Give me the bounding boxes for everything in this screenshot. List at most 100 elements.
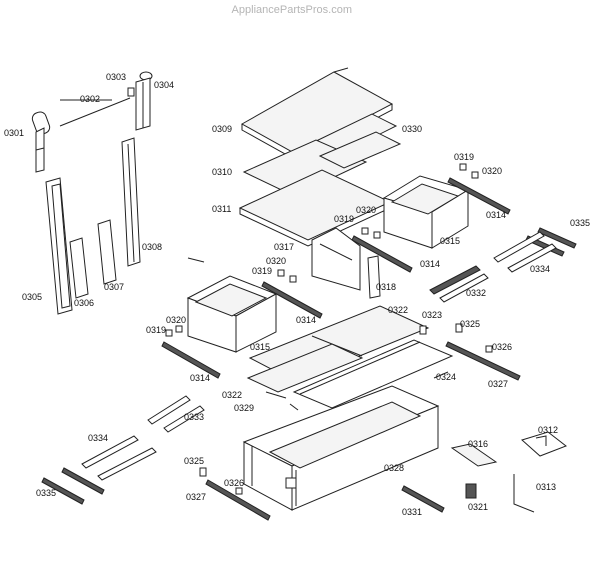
- label-0319-d: 0319: [146, 325, 166, 335]
- part-0334-rail-b[interactable]: [81, 435, 157, 481]
- part-labels: 0301 0302 0303 0304 0305 0306 0307 0308 …: [4, 72, 590, 517]
- part-0334-rail-a[interactable]: [493, 231, 557, 273]
- part-0301-hinge[interactable]: [31, 110, 52, 173]
- part-0314-slide-a[interactable]: [447, 177, 511, 215]
- part-0319-clip-d[interactable]: [165, 329, 173, 337]
- label-0311: 0311: [212, 204, 231, 214]
- part-0322-shelf-lower[interactable]: [246, 343, 364, 393]
- part-0325-clip-a[interactable]: [455, 323, 463, 333]
- part-0305-rail[interactable]: [45, 177, 73, 315]
- label-0317: 0317: [274, 242, 294, 252]
- part-0307-rail[interactable]: [97, 219, 117, 285]
- label-0330: 0330: [402, 124, 422, 134]
- part-0327-slide-b[interactable]: [205, 479, 271, 521]
- part-0323-clip[interactable]: [419, 325, 427, 335]
- leader-lines: [60, 99, 449, 399]
- part-0324-shelf-frame[interactable]: [292, 339, 454, 409]
- label-0319-a: 0319: [454, 152, 474, 162]
- label-0334-a: 0334: [530, 264, 550, 274]
- label-0320-a: 0320: [482, 166, 502, 176]
- label-0302: 0302: [80, 94, 100, 104]
- label-0314-b: 0314: [420, 259, 440, 269]
- label-0315-b: 0315: [250, 342, 270, 352]
- label-0312: 0312: [538, 425, 558, 435]
- label-0324: 0324: [436, 372, 456, 382]
- label-0326-a: 0326: [492, 342, 512, 352]
- part-0325-clip-b[interactable]: [199, 467, 207, 477]
- part-0316-cover[interactable]: [450, 443, 498, 467]
- part-0306-rail[interactable]: [69, 237, 89, 299]
- label-0327-a: 0327: [488, 379, 508, 389]
- label-0327-b: 0327: [186, 492, 206, 502]
- label-0304: 0304: [154, 80, 174, 90]
- label-0303: 0303: [106, 72, 126, 82]
- label-0332: 0332: [466, 288, 486, 298]
- label-0333: 0333: [184, 412, 204, 422]
- label-0318: 0318: [376, 282, 396, 292]
- part-0314-slide-b[interactable]: [351, 235, 413, 273]
- label-0335-b: 0335: [36, 488, 56, 498]
- part-0326-clip-a[interactable]: [485, 345, 493, 353]
- label-0322-a: 0322: [388, 305, 408, 315]
- label-0323: 0323: [422, 310, 442, 320]
- label-0301: 0301: [4, 128, 24, 138]
- part-0314-slide-d[interactable]: [161, 341, 221, 379]
- part-0329-bar[interactable]: [289, 403, 299, 411]
- part-0320-clip-b[interactable]: [373, 231, 381, 239]
- part-0320-clip-c[interactable]: [289, 275, 297, 283]
- label-0325-b: 0325: [184, 456, 204, 466]
- label-0320-b: 0320: [356, 205, 376, 215]
- part-0303-cap[interactable]: [127, 87, 135, 97]
- label-0307: 0307: [104, 282, 124, 292]
- label-0326-b: 0326: [224, 478, 244, 488]
- label-0316: 0316: [468, 439, 488, 449]
- label-0328: 0328: [384, 463, 404, 473]
- part-0304-bracket[interactable]: [135, 71, 153, 131]
- part-0315-drawer-upper[interactable]: [382, 175, 470, 249]
- label-0321: 0321: [468, 502, 488, 512]
- part-0319-clip-a[interactable]: [459, 163, 467, 171]
- label-0306: 0306: [74, 298, 94, 308]
- part-0313-bracket[interactable]: [513, 474, 535, 513]
- label-0325-a: 0325: [460, 319, 480, 329]
- label-0314-d: 0314: [190, 373, 210, 383]
- part-0331-rail[interactable]: [401, 485, 445, 513]
- part-0333-rail[interactable]: [147, 395, 205, 433]
- part-0332-rail[interactable]: [429, 265, 489, 303]
- label-0314-c: 0314: [296, 315, 316, 325]
- part-0326-clip-b[interactable]: [235, 487, 243, 495]
- label-0319-b: 0319: [334, 214, 354, 224]
- label-0308: 0308: [142, 242, 162, 252]
- part-0319-clip-c[interactable]: [277, 269, 285, 277]
- part-0328-crisper[interactable]: [242, 385, 440, 511]
- label-0309: 0309: [212, 124, 232, 134]
- part-0319-clip-b[interactable]: [361, 227, 369, 235]
- part-0335-rail-b[interactable]: [41, 467, 105, 505]
- part-0317-divider[interactable]: [311, 227, 361, 291]
- label-0313: 0313: [536, 482, 556, 492]
- part-0312-bracket[interactable]: [521, 431, 568, 457]
- watermark: AppliancePartsPros.com: [231, 4, 352, 16]
- label-0314-a: 0314: [486, 210, 506, 220]
- label-0305: 0305: [22, 292, 42, 302]
- part-0320-clip-a[interactable]: [471, 171, 479, 179]
- part-0321-clip[interactable]: [465, 483, 477, 499]
- part-0308-rail[interactable]: [121, 137, 141, 267]
- label-0315-a: 0315: [440, 236, 460, 246]
- label-0310: 0310: [212, 167, 232, 177]
- part-0310b-shelf[interactable]: [318, 131, 402, 169]
- part-0318-post[interactable]: [367, 255, 381, 299]
- part-0327-slide-a[interactable]: [445, 341, 521, 381]
- part-0302-rod[interactable]: [59, 97, 131, 127]
- part-0320-clip-d[interactable]: [175, 325, 183, 333]
- part-0315-drawer-lower[interactable]: [186, 275, 278, 353]
- label-0320-d: 0320: [166, 315, 186, 325]
- label-0331: 0331: [402, 507, 422, 517]
- label-0319-c: 0319: [252, 266, 272, 276]
- label-0320-c: 0320: [266, 256, 286, 266]
- part-0314-slide-c[interactable]: [261, 281, 323, 319]
- label-0329: 0329: [234, 403, 254, 413]
- label-0334-b: 0334: [88, 433, 108, 443]
- label-0335-a: 0335: [570, 218, 590, 228]
